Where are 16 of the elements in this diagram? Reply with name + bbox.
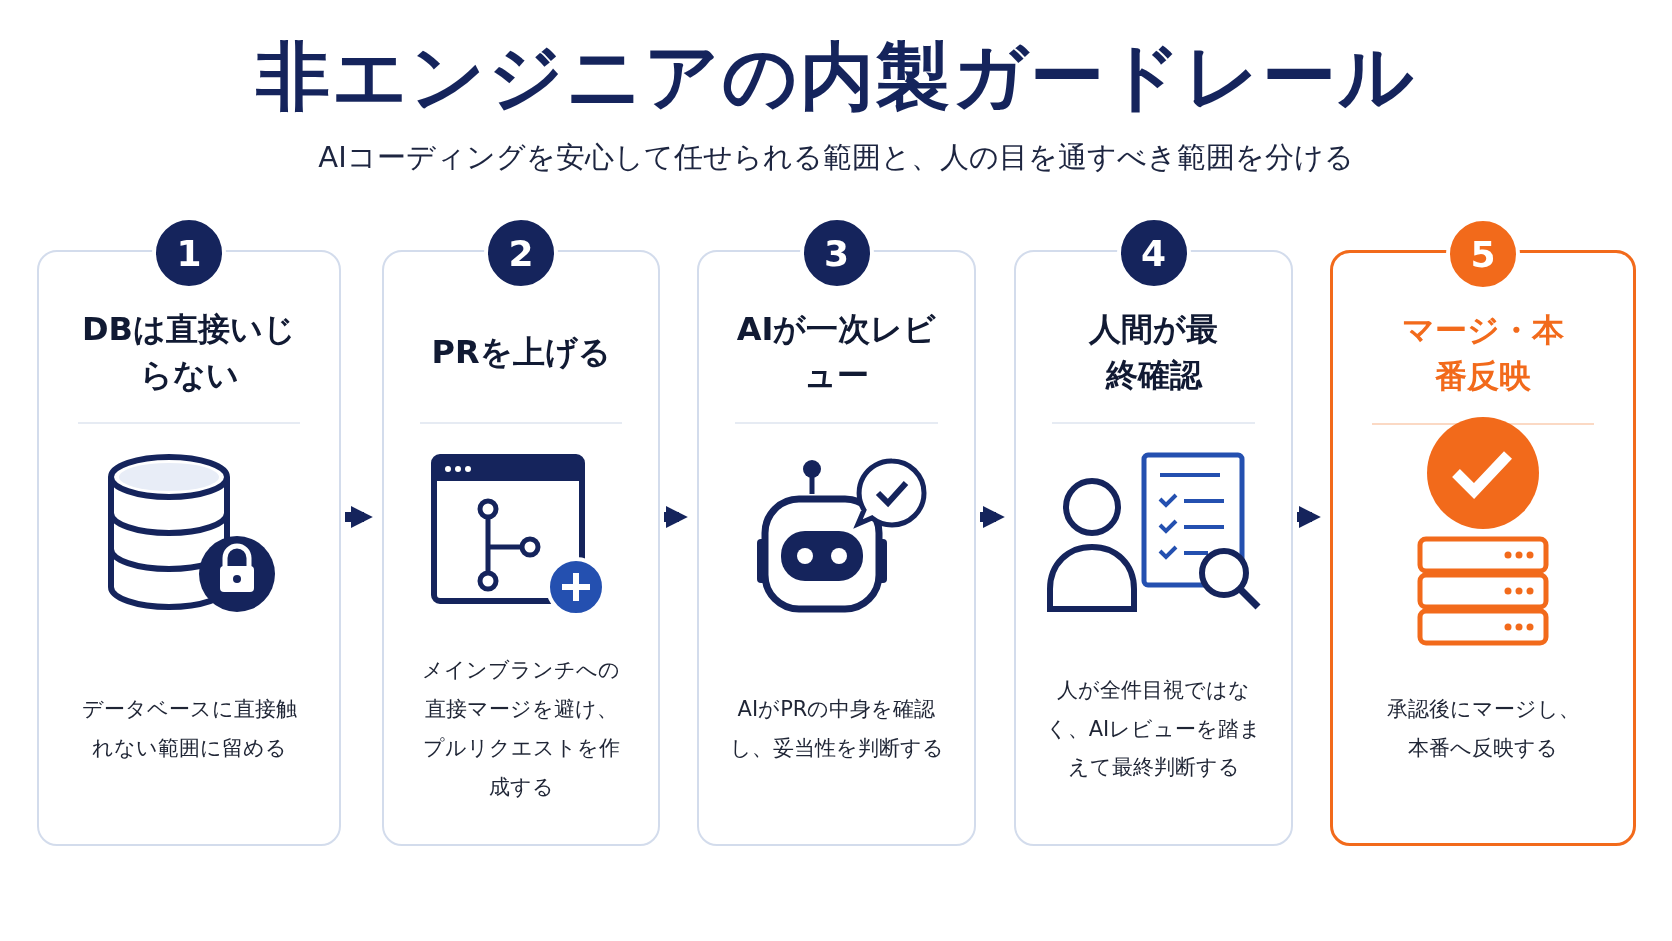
arrow (980, 506, 1005, 528)
step-heading: マージ・本番反映 (1401, 309, 1565, 397)
step-heading: 人間が最終確認 (1087, 308, 1219, 396)
step-heading: AIが一次レビュー (736, 308, 937, 396)
arrow (345, 506, 373, 528)
arrow (664, 506, 688, 528)
subtitle: AIコーディングを安心して任せられる範囲と、人の目を通すべき範囲を分ける (317, 139, 1355, 176)
step-description: メインブランチへの直接マージを避け、プルリクエストを作成する (421, 657, 621, 801)
step-heading: DBは直接いじらない (81, 308, 297, 396)
step-description: 人が全件目視ではなく、AIレビューを踏まえて最終判断する (1044, 676, 1263, 782)
title: 非エンジニアの内製ガードレール (255, 32, 1417, 121)
step-description: データベースに直接触れない範囲に留める (80, 696, 298, 762)
step-description: AIがPRの中身を確認し、妥当性を判断する (728, 696, 945, 762)
step-heading: PRを上げる (430, 331, 612, 373)
step-description: 承認後にマージし、本番へ反映する (1385, 696, 1581, 762)
arrow (1297, 506, 1321, 528)
